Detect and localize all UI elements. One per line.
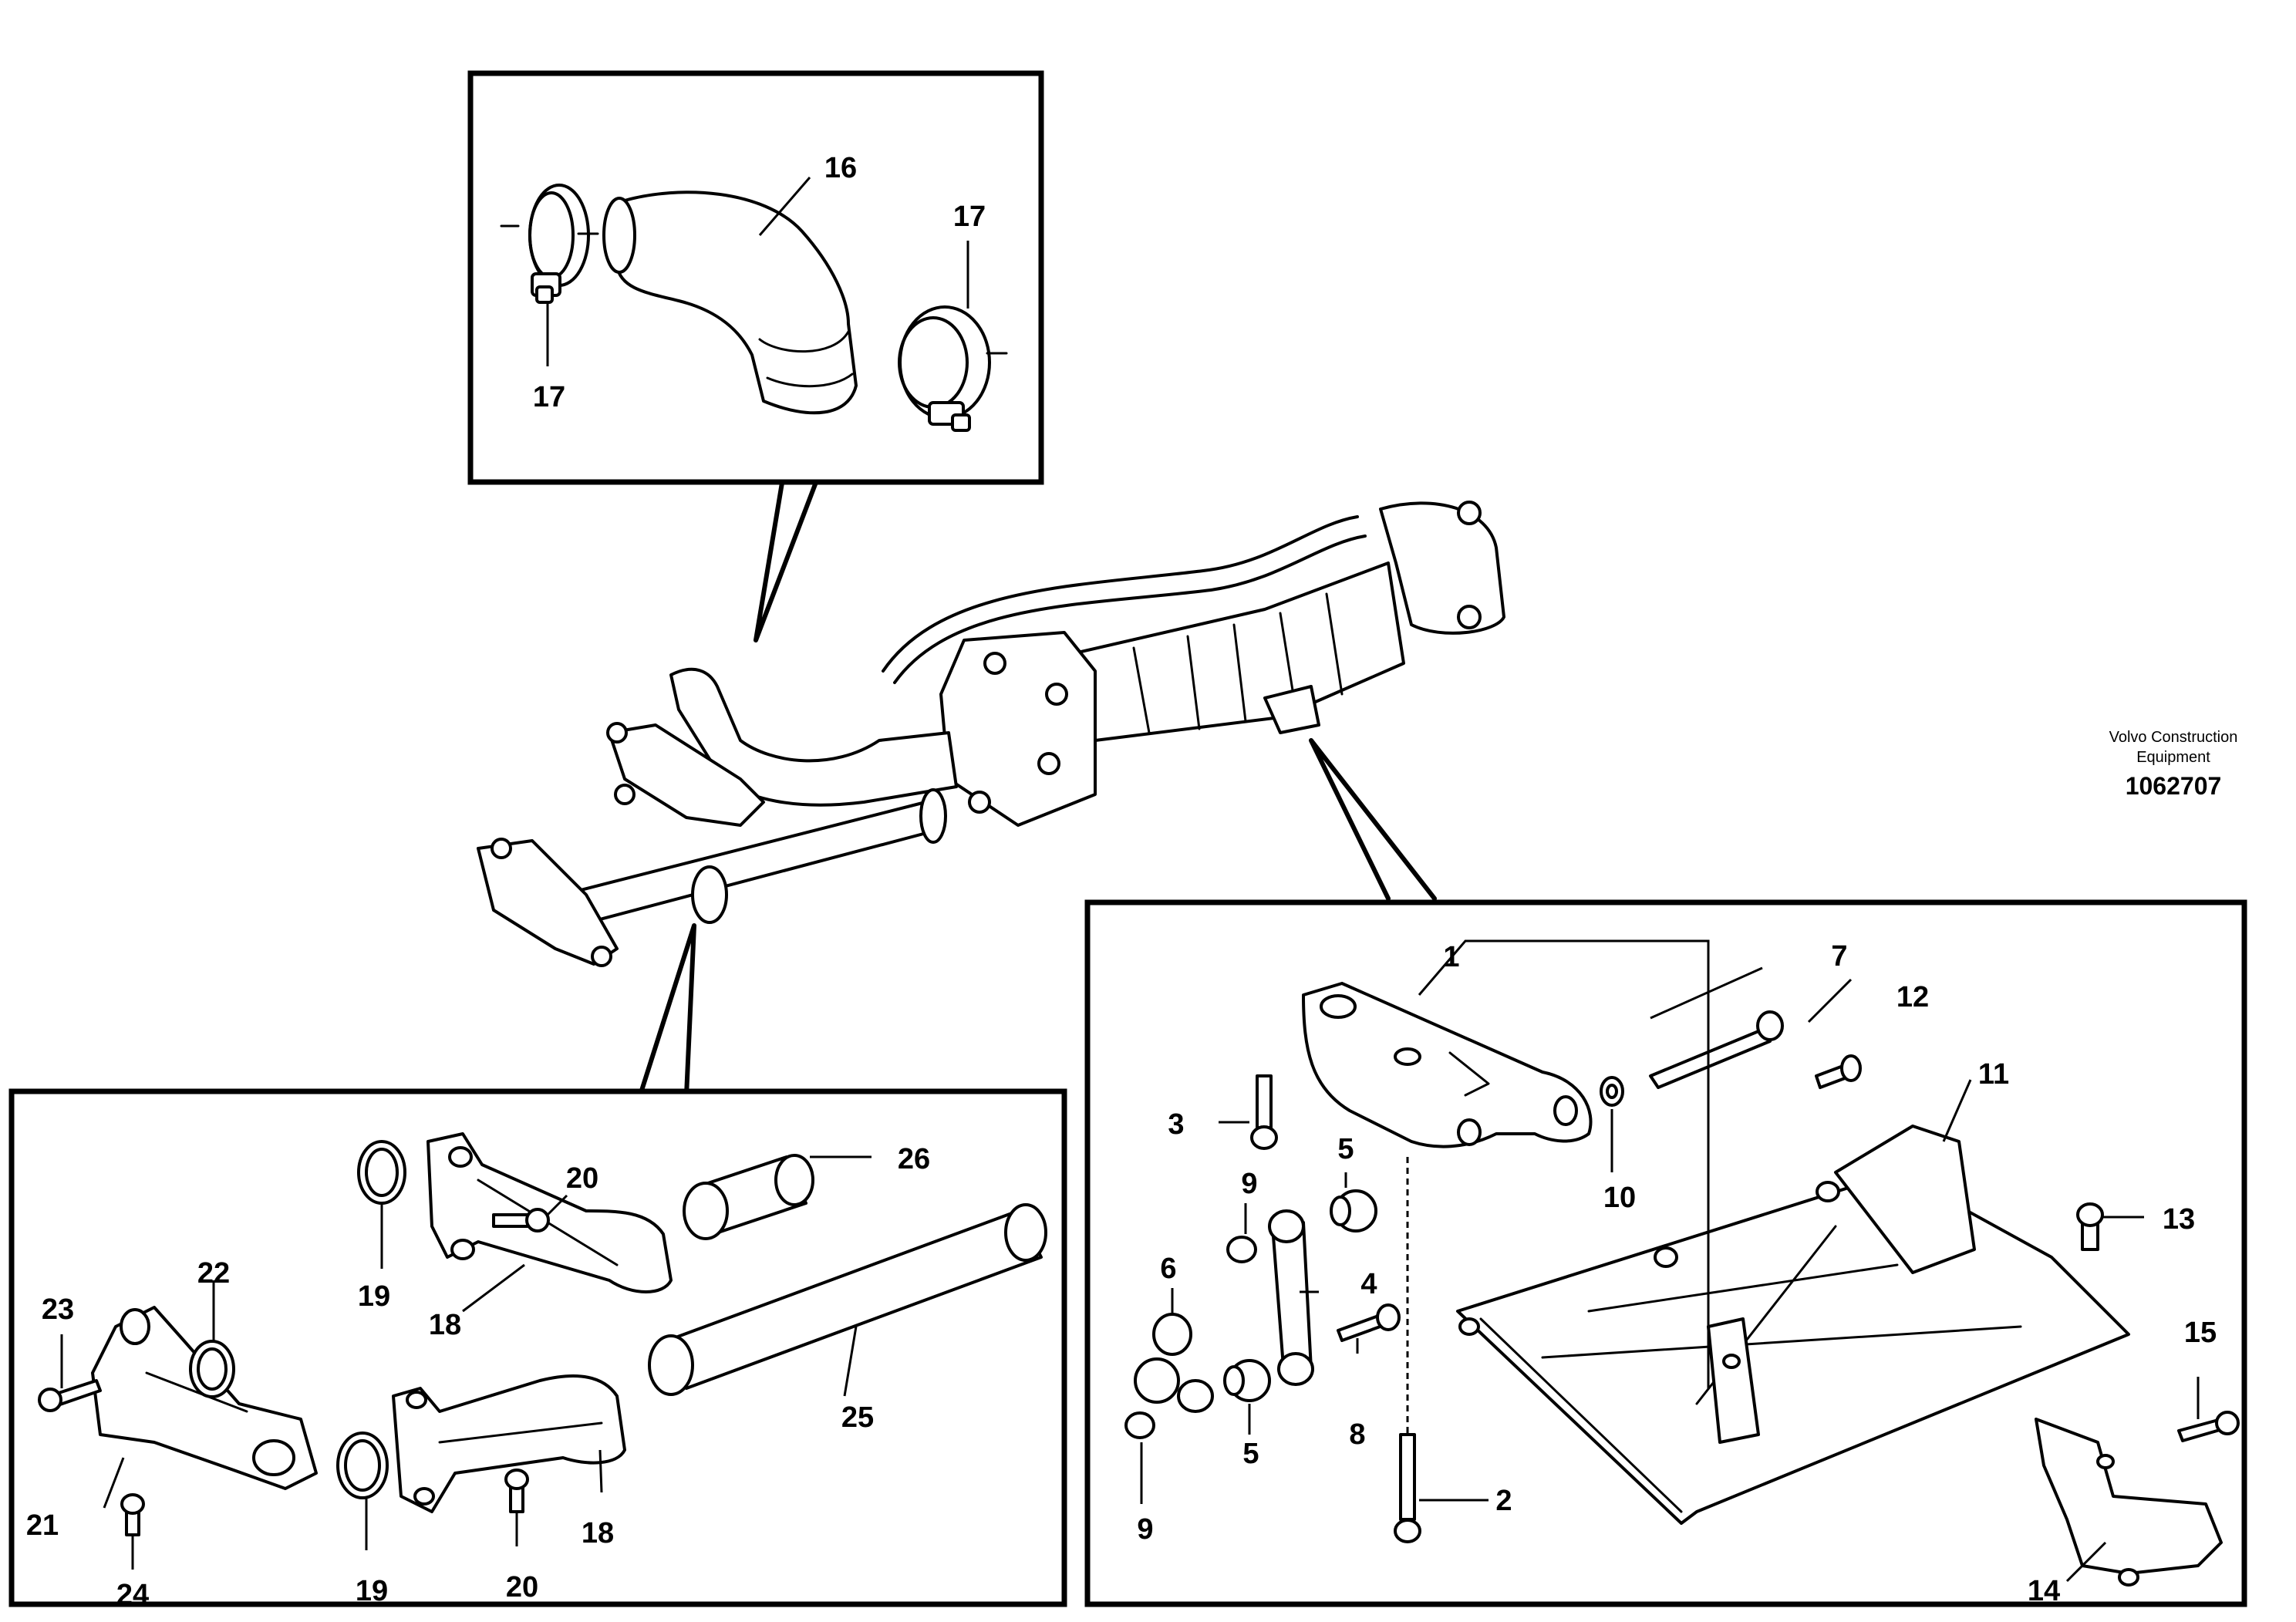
screw-icon bbox=[38, 1379, 102, 1412]
callout-3: 3 bbox=[1168, 1108, 1184, 1141]
callout-6: 6 bbox=[1160, 1253, 1176, 1285]
screw-icon bbox=[492, 1208, 550, 1233]
callout-9-lower: 9 bbox=[1137, 1513, 1153, 1546]
screw-icon bbox=[1649, 1010, 1784, 1089]
hose-clamp-icon bbox=[898, 305, 1008, 432]
callout-2: 2 bbox=[1495, 1485, 1512, 1517]
callout-labels: 1 2 3 4 5 5 6 7 8 9 9 10 11 12 13 14 15 … bbox=[26, 152, 2217, 1611]
callout-16: 16 bbox=[824, 152, 857, 184]
pipe-icon bbox=[392, 1374, 626, 1513]
screw-icon bbox=[504, 1469, 529, 1513]
callout-23: 23 bbox=[42, 1293, 74, 1326]
callout-11: 11 bbox=[1978, 1058, 2009, 1091]
callout-26: 26 bbox=[898, 1143, 930, 1175]
callout-20-lower: 20 bbox=[506, 1571, 538, 1603]
screw-icon bbox=[120, 1493, 145, 1536]
hose-icon bbox=[602, 191, 858, 415]
callout-15: 15 bbox=[2184, 1317, 2217, 1349]
callout-5-lower: 5 bbox=[1242, 1438, 1259, 1470]
mounting-plate-icon bbox=[1456, 1125, 2130, 1525]
screw-icon bbox=[2177, 1411, 2240, 1442]
bracket-icon bbox=[2035, 1418, 2223, 1587]
screw-icon bbox=[2076, 1202, 2104, 1251]
pipe-icon bbox=[683, 1154, 814, 1240]
callout-8: 8 bbox=[1349, 1418, 1365, 1451]
callout-25: 25 bbox=[841, 1401, 874, 1434]
callout-9-upper: 9 bbox=[1241, 1168, 1257, 1200]
brand-line-1: Volvo Construction bbox=[2109, 729, 2238, 746]
screw-icon bbox=[1337, 1303, 1401, 1342]
callout-17-left: 17 bbox=[533, 381, 565, 413]
screw-icon bbox=[1250, 1074, 1278, 1150]
pipe-icon bbox=[648, 1203, 1047, 1396]
callout-14: 14 bbox=[2028, 1575, 2060, 1607]
callout-12: 12 bbox=[1896, 981, 1929, 1013]
callout-18-lower: 18 bbox=[582, 1517, 614, 1549]
callout-21: 21 bbox=[26, 1509, 59, 1542]
screw-icon bbox=[1815, 1054, 1862, 1089]
callout-20-upper: 20 bbox=[566, 1162, 598, 1195]
hose-clamp-icon bbox=[500, 184, 599, 304]
bracket-icon bbox=[1707, 1317, 1760, 1444]
callout-10: 10 bbox=[1603, 1182, 1636, 1214]
callout-4: 4 bbox=[1360, 1268, 1377, 1300]
nut-icon bbox=[1124, 1236, 1257, 1439]
pipe-icon bbox=[91, 1306, 318, 1490]
callout-1: 1 bbox=[1443, 941, 1459, 973]
bushing-icon bbox=[1223, 1189, 1377, 1402]
callout-7: 7 bbox=[1831, 940, 1847, 973]
egr-cooler-assembly-icon bbox=[477, 501, 1505, 967]
callout-24: 24 bbox=[116, 1579, 149, 1611]
illustration-number: 1062707 bbox=[2126, 772, 2222, 800]
link-rod-icon bbox=[1268, 1209, 1314, 1386]
callout-22: 22 bbox=[197, 1257, 230, 1290]
callout-13: 13 bbox=[2163, 1203, 2195, 1236]
illustration-reference: Volvo Construction Equipment 1062707 bbox=[2109, 729, 2238, 800]
callout-19-lower: 19 bbox=[356, 1575, 388, 1607]
brand-line-2: Equipment bbox=[2136, 749, 2210, 766]
screw-icon bbox=[1394, 1433, 1421, 1543]
callout-5-upper: 5 bbox=[1337, 1133, 1354, 1165]
callout-17-right: 17 bbox=[953, 201, 986, 233]
bracket-icon bbox=[1302, 982, 1593, 1148]
callout-18-upper: 18 bbox=[429, 1309, 461, 1341]
callout-19-upper: 19 bbox=[358, 1280, 390, 1313]
